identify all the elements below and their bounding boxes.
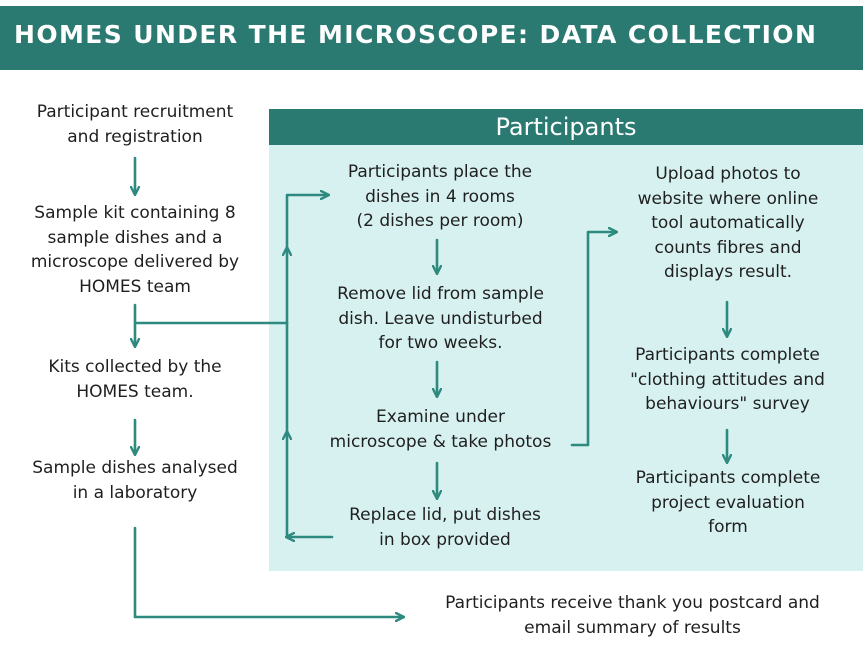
- step-text: (2 dishes per room): [356, 211, 524, 231]
- step-text: Participants receive thank you postcard …: [445, 593, 820, 613]
- step-place-dishes: Participants place the dishes in 4 rooms…: [310, 160, 570, 234]
- step-thank-you: Participants receive thank you postcard …: [405, 591, 860, 640]
- step-text: in a laboratory: [72, 482, 198, 503]
- step-text: form: [708, 517, 748, 537]
- step-text: email summary of results: [524, 617, 741, 638]
- step-text: Upload photos to: [655, 164, 801, 184]
- step-text: Sample dishes analysed: [32, 458, 238, 478]
- step-text: sample dishes and a: [47, 227, 223, 248]
- step-text: microscope & take photos: [329, 431, 552, 452]
- step-upload-photos: Upload photos to website where online to…: [603, 162, 853, 285]
- step-text: Participants complete: [635, 468, 821, 488]
- step-text: and registration: [67, 126, 203, 147]
- step-examine-microscope: Examine under microscope & take photos: [303, 405, 578, 454]
- step-text: project evaluation: [651, 492, 805, 513]
- step-text: HOMES team.: [76, 381, 194, 402]
- step-text: Sample kit containing 8: [34, 203, 236, 223]
- step-text: dishes in 4 rooms: [365, 186, 515, 207]
- diagram-title: HOMES UNDER THE MICROSCOPE: DATA COLLECT…: [14, 20, 818, 49]
- participants-panel: [269, 143, 863, 571]
- step-recruitment: Participant recruitment and registration: [10, 100, 260, 149]
- arrow-examine-to-upload: [570, 232, 616, 447]
- participants-panel-title: Participants: [495, 113, 637, 141]
- step-text: Participant recruitment: [36, 102, 234, 122]
- step-text: Examine under: [376, 407, 505, 427]
- step-text: "clothing attitudes and: [630, 369, 825, 390]
- step-kits-collected: Kits collected by the HOMES team.: [10, 355, 260, 404]
- step-clothing-survey: Participants complete "clothing attitude…: [600, 343, 855, 417]
- step-lab-analysis: Sample dishes analysed in a laboratory: [10, 456, 260, 505]
- step-replace-lid: Replace lid, put dishes in box provided: [320, 503, 570, 552]
- step-text: microscope delivered by: [30, 252, 240, 272]
- title-bar: [0, 6, 863, 70]
- participants-panel-header: [269, 109, 863, 145]
- step-text: HOMES team: [79, 276, 191, 297]
- step-text: website where online: [637, 188, 819, 209]
- step-text: dish. Leave undisturbed: [338, 308, 543, 329]
- step-text: displays result.: [663, 262, 793, 282]
- step-text: Kits collected by the: [48, 357, 222, 377]
- step-text: counts fibres and: [654, 237, 802, 258]
- step-kit-delivered: Sample kit containing 8 sample dishes an…: [10, 201, 260, 299]
- arrow-lab-to-thank-you: [133, 526, 403, 617]
- step-remove-lid: Remove lid from sample dish. Leave undis…: [303, 282, 578, 356]
- step-text: Participants complete: [635, 345, 820, 365]
- step-text: Participants place the: [347, 162, 533, 182]
- arrow-to-place-dishes: [285, 195, 328, 250]
- step-text: Replace lid, put dishes: [349, 505, 541, 525]
- step-text: Remove lid from sample: [337, 284, 544, 304]
- step-text: tool automatically: [651, 213, 805, 233]
- step-evaluation-form: Participants complete project evaluation…: [603, 466, 853, 540]
- step-text: for two weeks.: [378, 333, 503, 353]
- step-text: in box provided: [379, 529, 511, 550]
- step-text: behaviours" survey: [645, 394, 810, 414]
